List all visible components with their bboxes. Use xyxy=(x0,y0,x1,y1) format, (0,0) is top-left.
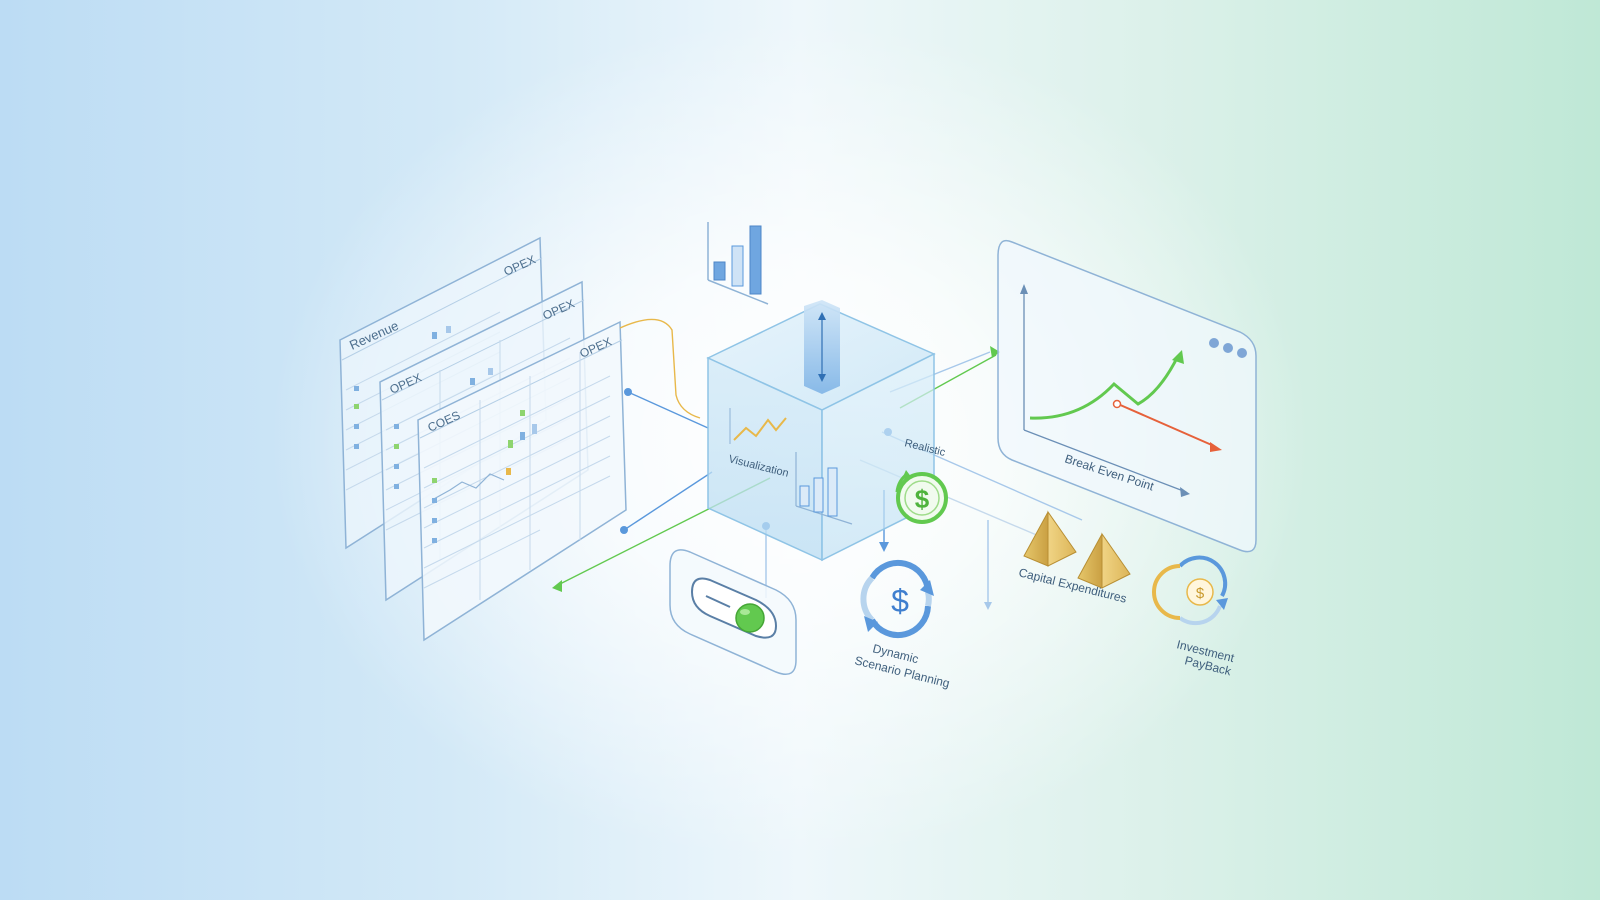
dollar-coin-icon xyxy=(895,470,948,524)
scenario-cycle-icon xyxy=(860,559,934,639)
window-controls xyxy=(1209,338,1247,358)
scenario-dollar-symbol: $ xyxy=(891,583,909,619)
toggle-switch[interactable] xyxy=(690,577,778,639)
break-even-window xyxy=(997,239,1257,553)
dollar-coin-symbol: $ xyxy=(915,484,930,514)
pyramid-icons xyxy=(1023,510,1131,589)
central-cube xyxy=(706,300,936,562)
payback-dollar-symbol: $ xyxy=(1196,585,1205,602)
bar-chart-icon xyxy=(707,222,769,305)
payback-cycle-icon xyxy=(1152,555,1228,626)
connector-endpoints xyxy=(552,346,1000,610)
sheet-front xyxy=(417,320,627,642)
